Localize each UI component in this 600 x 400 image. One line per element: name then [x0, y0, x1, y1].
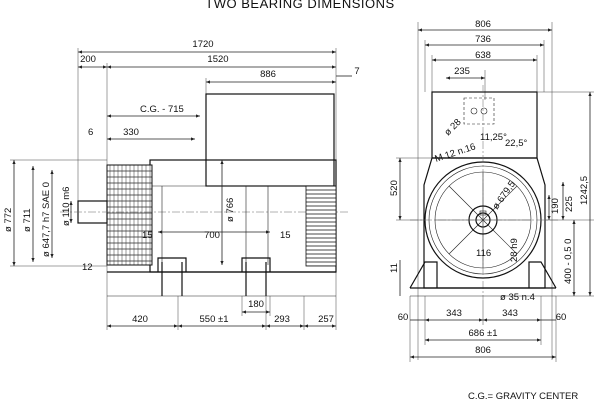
dim-label-772: ø 772	[3, 208, 14, 232]
dim-label-806-top: 806	[475, 19, 491, 30]
label-thread: M 12 n.16	[434, 141, 478, 165]
dim-label-806-bottom: 806	[475, 345, 491, 356]
dim-label-cg: C.G. - 715	[140, 104, 184, 115]
dim-label-1242: 1242,5	[579, 176, 590, 205]
dim-label-7: 7	[354, 66, 359, 77]
dim-label-235: 235	[454, 66, 470, 77]
label-holes: ø 35 n.4	[500, 292, 535, 303]
dim-label-700: 700	[204, 230, 220, 241]
dim-label-15-right: 15	[280, 230, 291, 241]
dim-label-1720: 1720	[192, 39, 213, 50]
dim-label-110: ø 110 m6	[61, 187, 72, 226]
label-width-116: 116	[476, 248, 491, 259]
dim-label-330: 330	[123, 127, 139, 138]
end-base	[409, 261, 557, 289]
dim-label-60-right: 60	[556, 312, 567, 323]
label-angle-225: 22,5°	[505, 138, 527, 149]
end-housing	[423, 157, 546, 289]
label-angle-1125: 11,25°	[480, 132, 507, 143]
dim-label-711: ø 711	[22, 208, 33, 232]
foot-right	[241, 257, 271, 296]
dim-label-15-left: 15	[142, 230, 153, 241]
fan-cover	[106, 164, 153, 266]
dim-label-886: 886	[260, 69, 276, 80]
dim-label-1520: 1520	[207, 54, 228, 65]
side-view: 1720 200 1520 886 7 C.G. - 715 6 330	[3, 39, 360, 330]
dim-label-180: 180	[248, 299, 264, 310]
dim-label-343-right: 343	[502, 308, 518, 319]
label-dia-28: ø 28	[442, 117, 463, 138]
dim-label-257: 257	[318, 314, 334, 325]
label-keyway: 28 h9	[509, 238, 520, 262]
dim-label-11: 11	[389, 263, 400, 273]
dim-label-225: 225	[564, 196, 575, 212]
footer-note: C.G.= GRAVITY CENTER	[468, 391, 578, 400]
dim-label-647: ø 647,7 h7 SAE 0	[41, 182, 52, 257]
dim-label-420: 420	[132, 314, 148, 325]
page-title: TWO BEARING DIMENSIONS	[205, 0, 394, 11]
dim-label-520: 520	[389, 180, 400, 196]
dim-label-766: ø 766	[225, 198, 236, 222]
foot-left	[157, 257, 187, 296]
dim-label-400: 400 - 0,5 0	[563, 239, 574, 284]
dim-label-686: 686 ±1	[469, 328, 498, 339]
dim-label-638: 638	[475, 50, 491, 61]
dim-label-190: 190	[550, 198, 561, 214]
dim-label-343-left: 343	[446, 308, 462, 319]
dim-label-200: 200	[80, 54, 96, 65]
label-dia-679: ø 679,5	[490, 179, 517, 212]
end-view: 806 736 638 235	[389, 19, 594, 362]
terminal-box	[205, 93, 335, 187]
dim-label-550: 550 ±1	[200, 314, 229, 325]
rear-louver	[305, 185, 337, 267]
dim-label-6: 6	[88, 127, 93, 138]
dim-label-293: 293	[274, 314, 290, 325]
dim-label-60-left: 60	[398, 312, 409, 323]
dim-label-12: 12	[82, 262, 93, 273]
dim-label-736: 736	[475, 34, 491, 45]
